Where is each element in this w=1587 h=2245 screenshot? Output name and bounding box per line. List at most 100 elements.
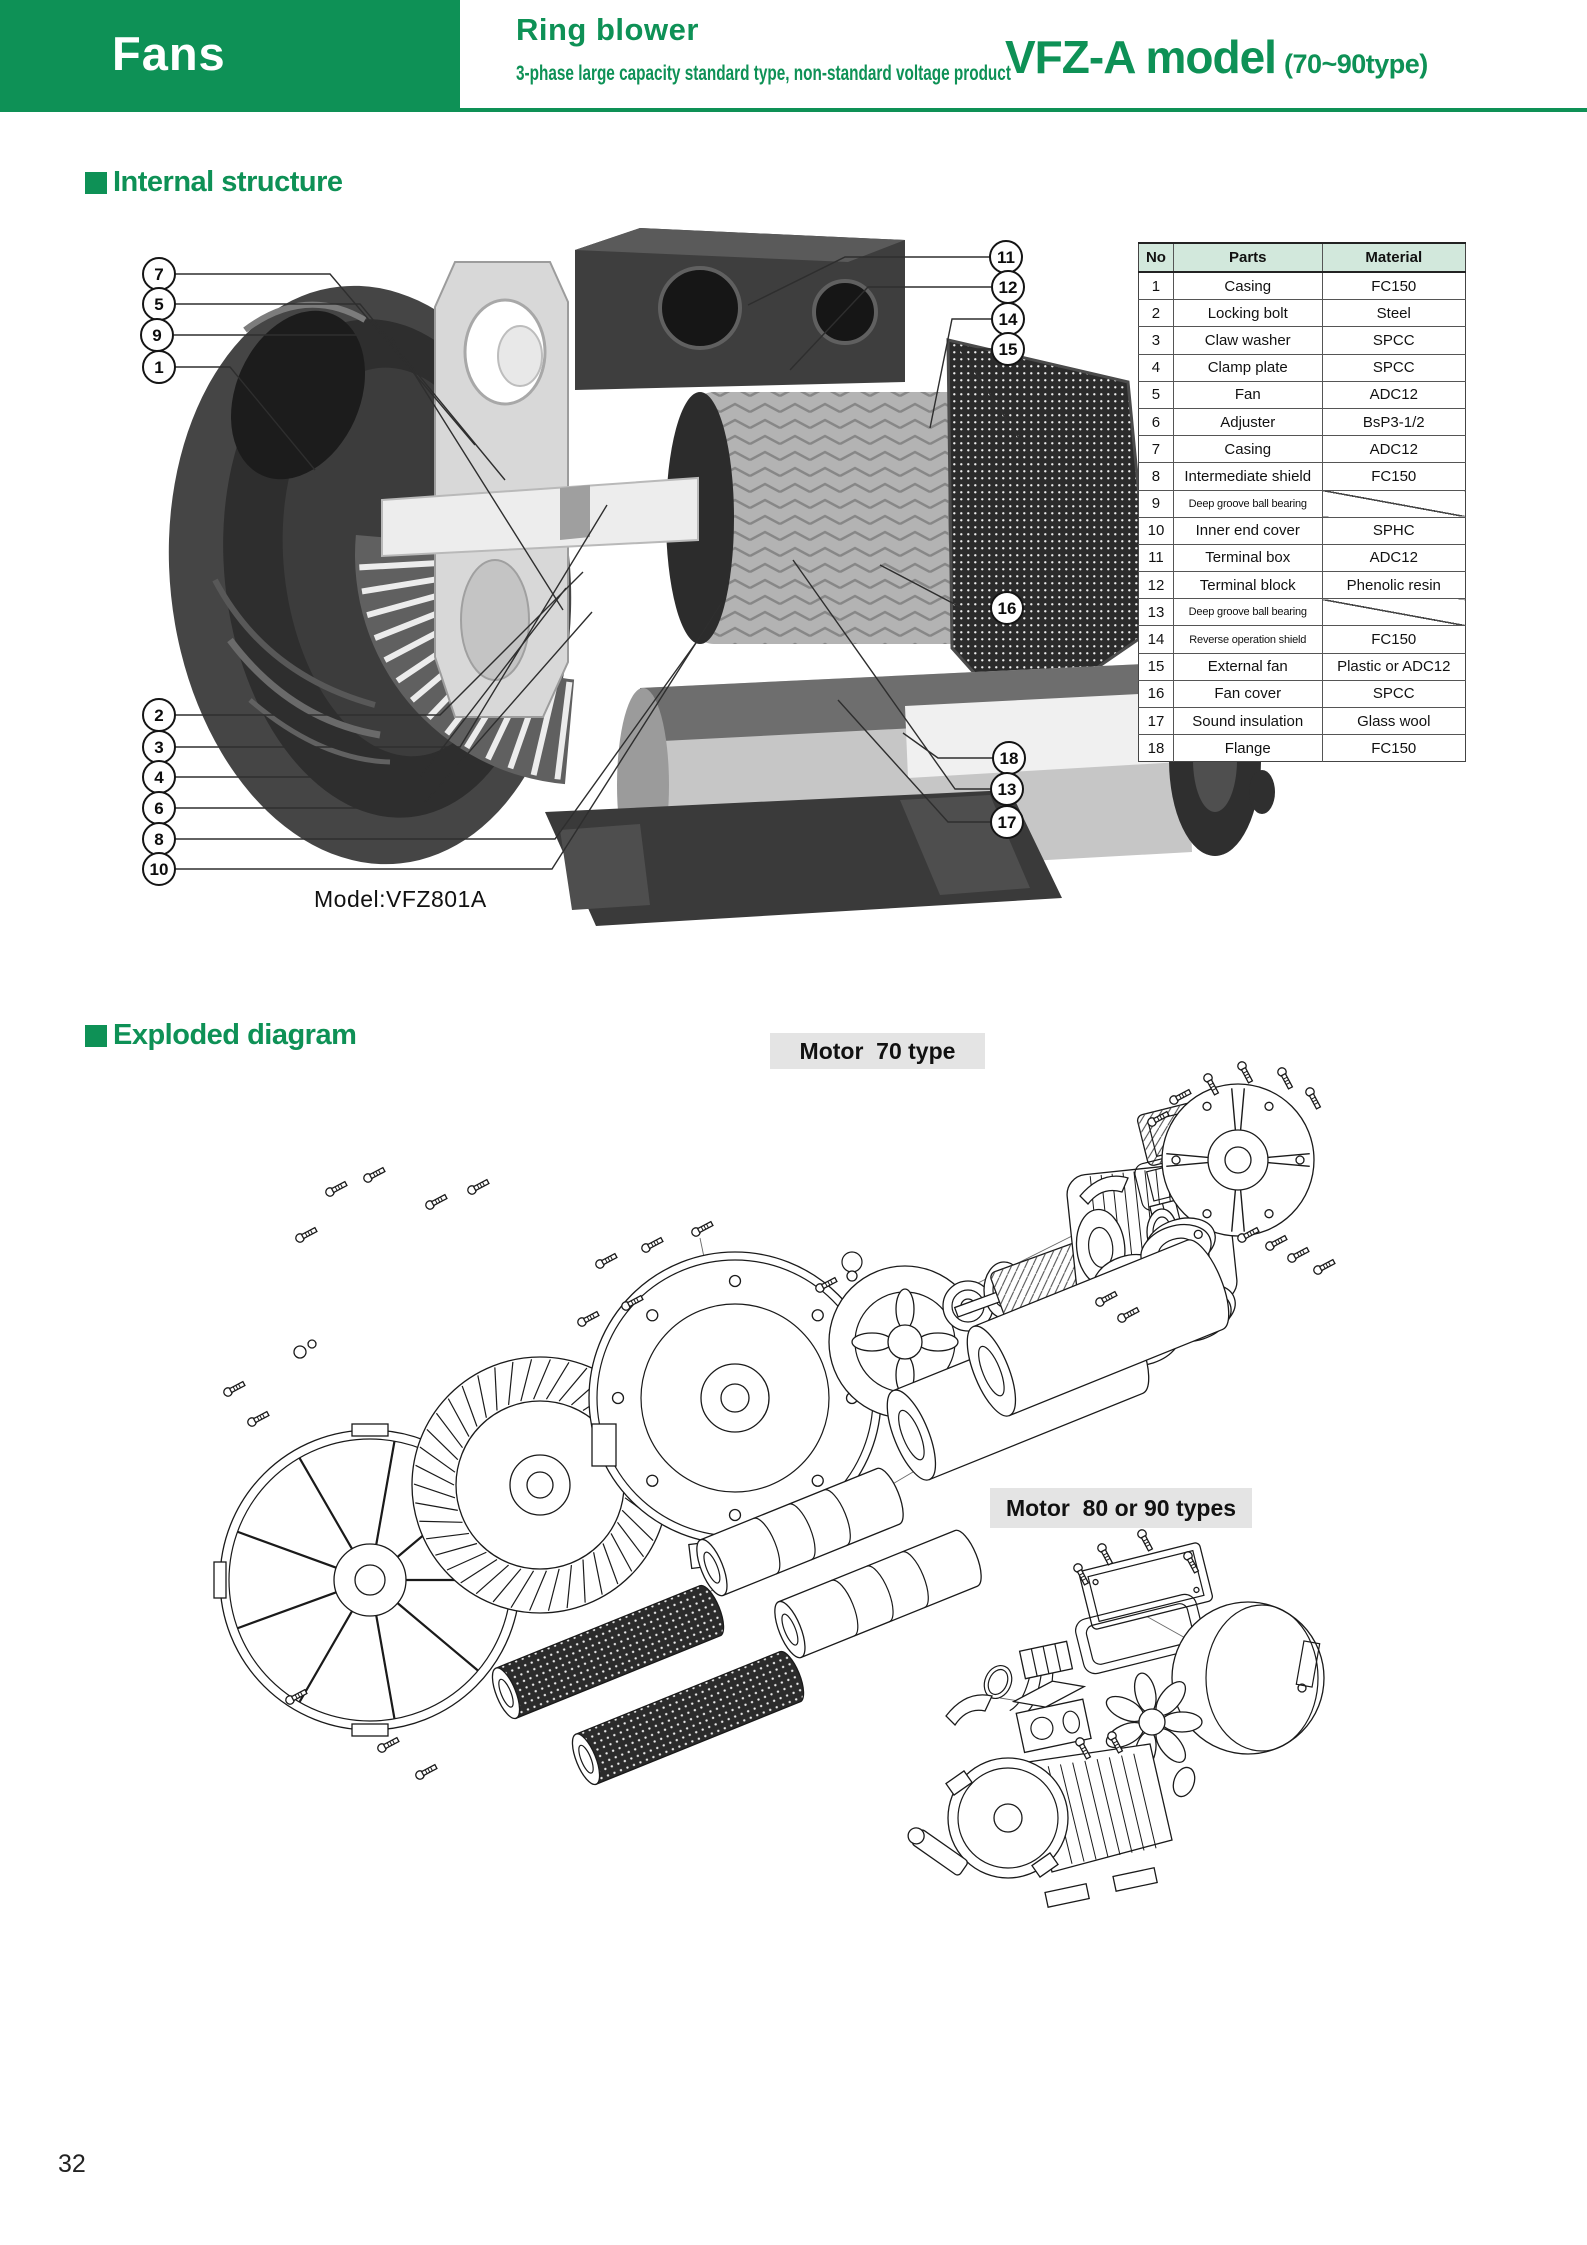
callout-13: 13 bbox=[990, 772, 1024, 806]
part-name: Fan bbox=[1173, 380, 1323, 409]
part-name: Fan cover bbox=[1173, 679, 1323, 708]
exploded-70-drawing bbox=[213, 1061, 1336, 1786]
part-material: Phenolic resin bbox=[1322, 571, 1466, 599]
part-material: Steel bbox=[1322, 299, 1466, 327]
internal-structure-drawing bbox=[168, 228, 1275, 926]
part-material: Plastic or ADC12 bbox=[1322, 652, 1466, 681]
callout-3: 3 bbox=[142, 730, 176, 764]
section-internal-structure: Internal structure bbox=[85, 166, 343, 199]
part-material: FC150 bbox=[1322, 625, 1466, 654]
part-no: 5 bbox=[1138, 380, 1174, 409]
callout-1: 1 bbox=[142, 350, 176, 384]
callout-5: 5 bbox=[142, 287, 176, 321]
part-name: Casing bbox=[1173, 435, 1323, 463]
fan-cover-bowl-drawing bbox=[1171, 1601, 1325, 1755]
end-shield-drawing bbox=[1161, 1083, 1315, 1237]
product-title: Ring blower bbox=[516, 12, 699, 47]
part-no: 1 bbox=[1138, 271, 1174, 300]
callout-2: 2 bbox=[142, 698, 176, 732]
part-material: SPCC bbox=[1322, 679, 1466, 708]
silencer-cylinders-drawing bbox=[491, 1239, 1230, 1786]
callout-8: 8 bbox=[142, 822, 176, 856]
product-subtitle: 3-phase large capacity standard type, no… bbox=[516, 62, 1011, 85]
part-name: Sound insulation bbox=[1173, 706, 1323, 735]
part-material bbox=[1322, 489, 1466, 518]
part-no: 16 bbox=[1138, 679, 1174, 708]
part-name: Deep groove ball bearing bbox=[1173, 489, 1323, 518]
callout-12: 12 bbox=[991, 270, 1025, 304]
part-no: 14 bbox=[1138, 625, 1174, 654]
part-no: 12 bbox=[1138, 571, 1174, 599]
callout-18: 18 bbox=[992, 741, 1026, 775]
part-name: Clamp plate bbox=[1173, 353, 1323, 382]
exploded-8090-drawing bbox=[907, 1529, 1325, 1908]
part-no: 13 bbox=[1138, 598, 1174, 626]
callout-10: 10 bbox=[142, 852, 176, 886]
motor-8090-drawing bbox=[907, 1743, 1173, 1908]
part-material: BsP3-1/2 bbox=[1322, 407, 1466, 436]
part-no: 7 bbox=[1138, 435, 1174, 463]
part-no: 17 bbox=[1138, 706, 1174, 735]
part-material: SPCC bbox=[1322, 326, 1466, 355]
part-name: External fan bbox=[1173, 652, 1323, 681]
screws-drawing bbox=[223, 1061, 1336, 1780]
column-header: Parts bbox=[1173, 243, 1323, 273]
part-material: SPCC bbox=[1322, 353, 1466, 382]
callout-14: 14 bbox=[991, 302, 1025, 336]
section-exploded-diagram: Exploded diagram bbox=[85, 1019, 357, 1052]
page-number: 32 bbox=[58, 2150, 86, 2178]
callout-6: 6 bbox=[142, 791, 176, 825]
part-name: Claw washer bbox=[1173, 326, 1323, 355]
part-material bbox=[1322, 598, 1466, 626]
callout-4: 4 bbox=[142, 760, 176, 794]
model-name: VFZ-A model bbox=[1005, 31, 1277, 83]
callout-7: 7 bbox=[142, 257, 176, 291]
part-material: ADC12 bbox=[1322, 380, 1466, 409]
part-material: FC150 bbox=[1322, 271, 1466, 300]
motor-70-label: Motor 70 type bbox=[770, 1033, 985, 1069]
part-material: ADC12 bbox=[1322, 435, 1466, 463]
category-title: Fans bbox=[112, 27, 226, 80]
section-square-icon bbox=[85, 1024, 107, 1047]
part-no: 10 bbox=[1138, 516, 1174, 545]
part-name: Terminal block bbox=[1173, 571, 1323, 599]
part-no: 18 bbox=[1138, 734, 1174, 762]
part-no: 3 bbox=[1138, 326, 1174, 355]
callout-15: 15 bbox=[991, 332, 1025, 366]
box-cover-drawing bbox=[1078, 1542, 1214, 1630]
callout-9: 9 bbox=[140, 318, 174, 352]
section-square-icon bbox=[85, 171, 107, 194]
section-title: Internal structure bbox=[113, 166, 343, 198]
part-no: 6 bbox=[1138, 407, 1174, 436]
part-name: Flange bbox=[1173, 734, 1323, 762]
model-title: VFZ-A model(70~90type) bbox=[1005, 30, 1428, 84]
part-name: Inner end cover bbox=[1173, 516, 1323, 545]
part-no: 9 bbox=[1138, 489, 1174, 518]
callout-16: 16 bbox=[990, 591, 1024, 625]
category-banner bbox=[0, 0, 460, 112]
section-title: Exploded diagram bbox=[113, 1019, 357, 1051]
part-name: Intermediate shield bbox=[1173, 462, 1323, 490]
part-material: FC150 bbox=[1322, 734, 1466, 762]
model-caption: Model:VFZ801A bbox=[314, 886, 487, 912]
part-material: FC150 bbox=[1322, 462, 1466, 490]
part-material: ADC12 bbox=[1322, 543, 1466, 572]
column-header: Material bbox=[1322, 243, 1466, 273]
motor-8090-label: Motor 80 or 90 types bbox=[990, 1488, 1252, 1528]
